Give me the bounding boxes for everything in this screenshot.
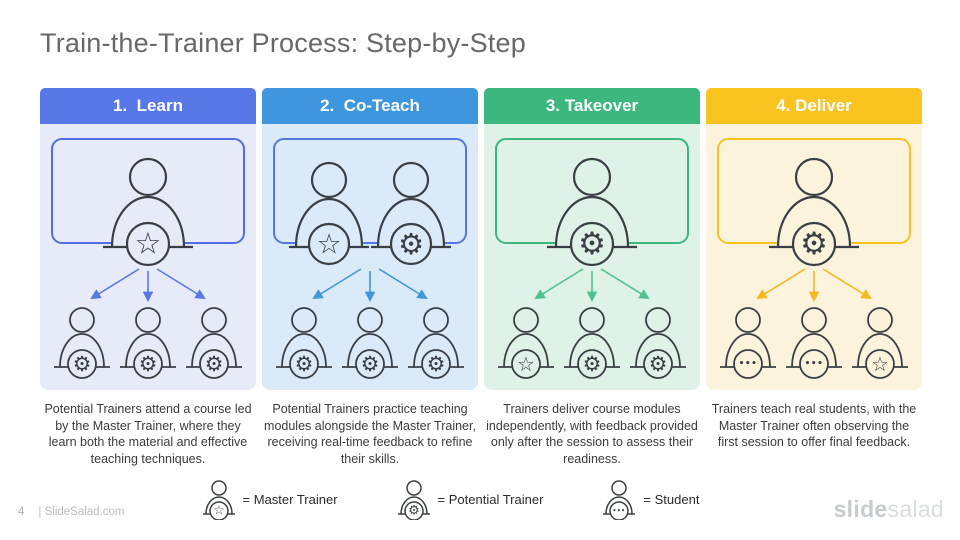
footer: 4 | SlideSalad.com (18, 506, 125, 518)
legend-label: = Master Trainer (242, 491, 338, 507)
svg-text:☆: ☆ (316, 228, 341, 261)
legend-item-star: ☆ = Master Trainer (201, 478, 338, 520)
svg-text:⚙: ⚙ (649, 352, 668, 376)
process-columns: 1. Learn ☆ ⚙ ⚙ ⚙ Potential Trainers attend … (40, 88, 922, 467)
column-learn-header: 1. Learn (40, 88, 256, 124)
column-co-teach-description: Potential Trainers practice teaching mod… (264, 402, 476, 466)
legend-label: = Student (643, 491, 700, 507)
column-takeover-description: Trainers deliver course modules independ… (486, 402, 698, 466)
column-learn: 1. Learn ☆ ⚙ ⚙ ⚙ Potential Trainers attend … (40, 88, 256, 467)
footer-site-link: | SlideSalad.com (38, 506, 125, 518)
svg-text:•••: ••• (613, 508, 626, 515)
legend-item-dots: ••• = Student (601, 478, 699, 520)
svg-text:⚙: ⚙ (427, 352, 446, 376)
svg-text:•••: ••• (739, 359, 758, 369)
svg-text:☆: ☆ (213, 504, 225, 519)
svg-text:⚙: ⚙ (361, 352, 380, 376)
legend-gear-person-icon: ⚙ (397, 480, 430, 520)
logo-text-slide: slide (833, 496, 888, 522)
svg-text:⚙: ⚙ (73, 352, 92, 376)
column-learn-panel: ☆ ⚙ ⚙ ⚙ (40, 124, 256, 390)
svg-text:⚙: ⚙ (205, 352, 224, 376)
page-title: Train-the-Trainer Process: Step-by-Step (40, 28, 526, 58)
column-takeover-diagram: ⚙ ☆ ⚙ ⚙ (495, 138, 689, 379)
column-deliver-header: 4. Deliver (706, 88, 922, 124)
logo-text-salad: salad (887, 496, 944, 522)
svg-text:⚙: ⚙ (295, 352, 314, 376)
page-number: 4 (18, 506, 25, 518)
svg-text:⚙: ⚙ (578, 226, 606, 262)
legend-label: = Potential Trainer (437, 491, 544, 507)
legend-star-person-icon: ☆ (202, 480, 235, 520)
legend-item-gear: ⚙ = Potential Trainer (396, 478, 544, 520)
svg-text:⚙: ⚙ (139, 352, 158, 376)
column-learn-description: Potential Trainers attend a course led b… (44, 402, 252, 466)
column-co-teach-diagram: ☆ ⚙ ⚙ ⚙ ⚙ (273, 138, 467, 379)
column-deliver-description: Trainers teach real students, with the M… (711, 402, 917, 449)
column-takeover-header: 3. Takeover (484, 88, 700, 124)
column-learn-diagram: ☆ ⚙ ⚙ ⚙ (51, 138, 245, 379)
svg-text:⚙: ⚙ (800, 226, 828, 262)
svg-text:⚙: ⚙ (583, 352, 602, 376)
column-co-teach-header: 2. Co-Teach (262, 88, 478, 124)
column-takeover-panel: ⚙ ☆ ⚙ ⚙ (484, 124, 700, 390)
legend-dots-person-icon: ••• (603, 480, 636, 520)
column-deliver: 4. Deliver ⚙ ••• ••• ☆ Trainers teach real … (706, 88, 922, 467)
column-deliver-panel: ⚙ ••• ••• ☆ (706, 124, 922, 390)
legend: ☆ = Master Trainer ⚙ = Potential Trainer •••… (0, 478, 900, 520)
slidesalad-logo: slidesalad (834, 496, 944, 523)
svg-text:⚙: ⚙ (408, 504, 420, 519)
column-deliver-diagram: ⚙ ••• ••• ☆ (717, 138, 911, 379)
svg-text:☆: ☆ (135, 227, 162, 262)
svg-text:⚙: ⚙ (398, 227, 424, 261)
column-takeover: 3. Takeover ⚙ ☆ ⚙ ⚙ Trainers deliver course… (484, 88, 700, 467)
svg-text:☆: ☆ (517, 352, 535, 376)
column-co-teach: 2. Co-Teach ☆ ⚙ ⚙ ⚙ ⚙ Potential Trainers pra… (262, 88, 478, 467)
column-co-teach-panel: ☆ ⚙ ⚙ ⚙ ⚙ (262, 124, 478, 390)
svg-text:•••: ••• (805, 359, 824, 369)
svg-text:☆: ☆ (871, 352, 889, 376)
